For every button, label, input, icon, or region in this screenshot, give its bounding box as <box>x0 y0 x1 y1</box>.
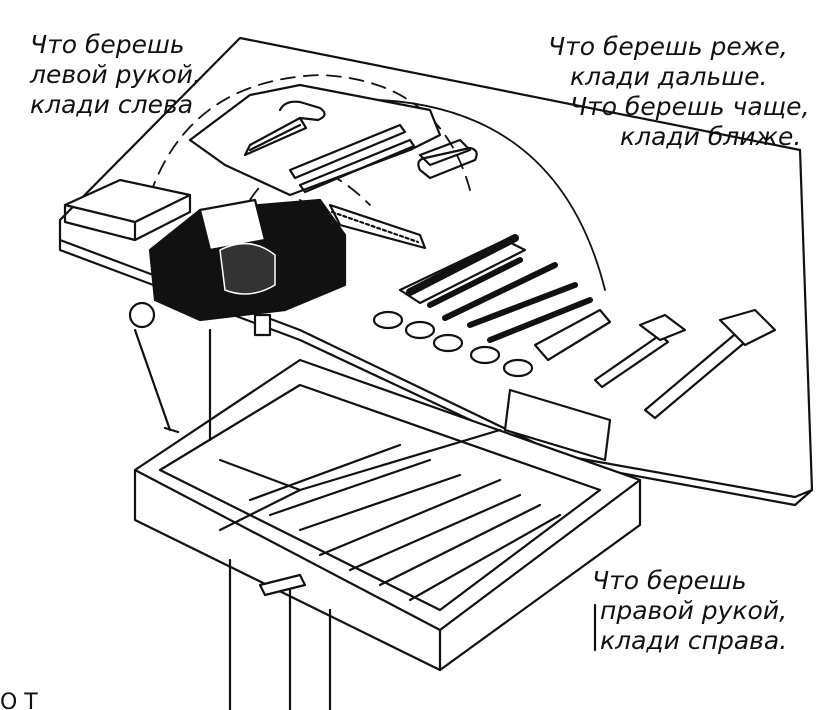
caption-line: Что берешь <box>30 30 185 59</box>
bench-legs <box>208 328 597 710</box>
caption-line: левой рукой, <box>30 60 201 89</box>
caption-line: клади слева <box>30 90 194 119</box>
caption-line: Что берешь <box>592 566 747 595</box>
caption-line: Что берешь реже, <box>548 32 788 61</box>
file-stand <box>398 238 612 362</box>
figure-label: О Т <box>0 690 38 710</box>
flat-block <box>63 178 192 242</box>
caption-line: клади дальше. <box>570 62 768 91</box>
caption-left-hand: Что берешь левой рукой, клади слева <box>30 30 201 120</box>
outer-arc <box>379 99 606 291</box>
caption-line: правой рукой, <box>600 596 788 625</box>
caption-frequency: Что берешь реже, клади дальше. Что береш… <box>548 32 810 152</box>
caption-line: клади ближе. <box>620 122 802 151</box>
hammers <box>593 308 777 420</box>
drawer <box>133 358 642 672</box>
saw <box>328 203 427 250</box>
caption-line: клади справа. <box>600 626 788 655</box>
caption-right-hand: Что берешь правой рукой, клади справа. <box>592 566 787 656</box>
cloth-with-tools <box>188 83 478 197</box>
caption-line: Что берешь чаще, <box>570 92 810 121</box>
files <box>372 234 593 378</box>
bench-vise <box>128 198 347 434</box>
